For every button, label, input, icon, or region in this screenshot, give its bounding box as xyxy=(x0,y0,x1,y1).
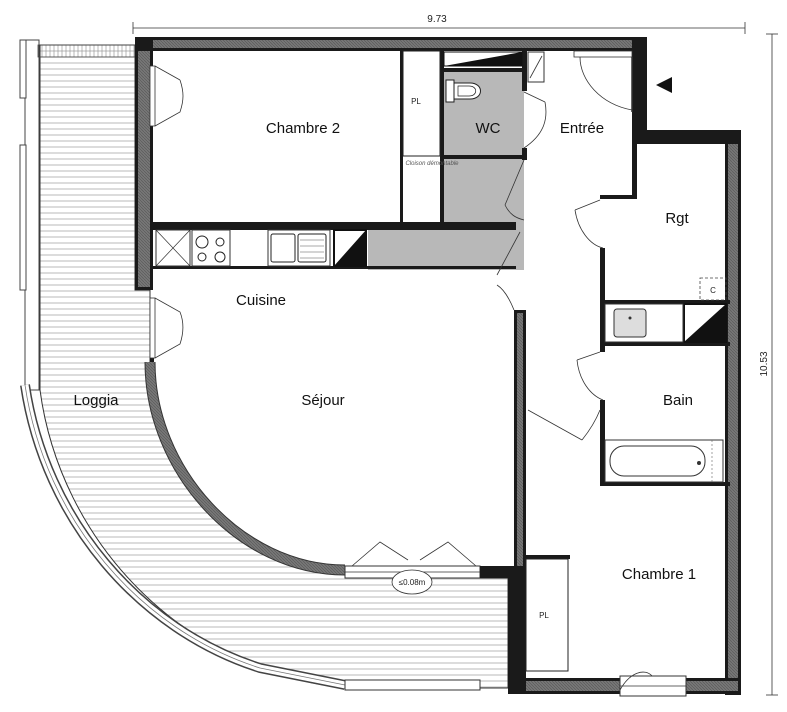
room-label-entree: Entrée xyxy=(560,120,604,137)
sink-icon xyxy=(267,229,331,267)
room-label-chambre2: Chambre 2 xyxy=(266,120,340,137)
door-chambre2 xyxy=(504,159,525,221)
placard-c-label: C xyxy=(710,286,716,295)
room-label-rgt: Rgt xyxy=(665,210,689,227)
threshold-marker xyxy=(391,569,433,595)
cloison-label: Cloison démontable xyxy=(405,161,459,167)
door-entree xyxy=(573,50,633,112)
dimension-width: 9.73 xyxy=(132,14,746,34)
door-chambre2-loggia xyxy=(149,65,184,127)
door-cuisine-loggia xyxy=(149,297,184,359)
dimension-height-label: 10.53 xyxy=(759,351,770,376)
door-sejour-loggia xyxy=(351,541,477,567)
threshold-label: ≤0.08m xyxy=(399,578,426,587)
washbasin-icon xyxy=(604,303,684,343)
room-label-wc: WC xyxy=(476,120,501,137)
door-chambre1 xyxy=(527,409,601,441)
shaft-bain xyxy=(683,303,727,343)
cooktop-icon xyxy=(191,229,231,267)
placard-label-bottom: PL xyxy=(539,611,549,620)
bathtub-icon xyxy=(604,439,724,483)
placard-chambre2 xyxy=(402,50,441,157)
door-chambre1-window xyxy=(619,671,653,691)
room-label-bain: Bain xyxy=(663,392,693,409)
door-cuisine xyxy=(496,231,521,311)
toilet-icon xyxy=(445,79,481,103)
entrance-arrow-icon xyxy=(656,77,672,93)
dimension-height: 10.53 xyxy=(759,33,778,696)
shaft-kitchen xyxy=(333,229,367,267)
door-bain xyxy=(576,351,604,401)
shaft-wc xyxy=(443,51,523,67)
room-label-cuisine: Cuisine xyxy=(236,292,286,309)
door-wc xyxy=(523,91,547,149)
room-label-chambre1: Chambre 1 xyxy=(622,566,696,583)
dimension-width-label: 9.73 xyxy=(427,14,447,25)
room-label-sejour: Séjour xyxy=(301,392,344,409)
kitchen-counter xyxy=(155,229,191,267)
door-rgt xyxy=(574,199,604,249)
loggia-deck xyxy=(39,44,509,689)
loggia-railing xyxy=(24,39,40,391)
placard-rgt xyxy=(699,277,727,301)
shaft-entree xyxy=(527,51,545,83)
wall-kitchen-top xyxy=(153,222,516,230)
kitchen-shaft-shading xyxy=(368,228,516,270)
placard-chambre1 xyxy=(525,558,569,672)
placard-label-top: PL xyxy=(411,97,421,106)
room-label-loggia: Loggia xyxy=(73,392,119,409)
